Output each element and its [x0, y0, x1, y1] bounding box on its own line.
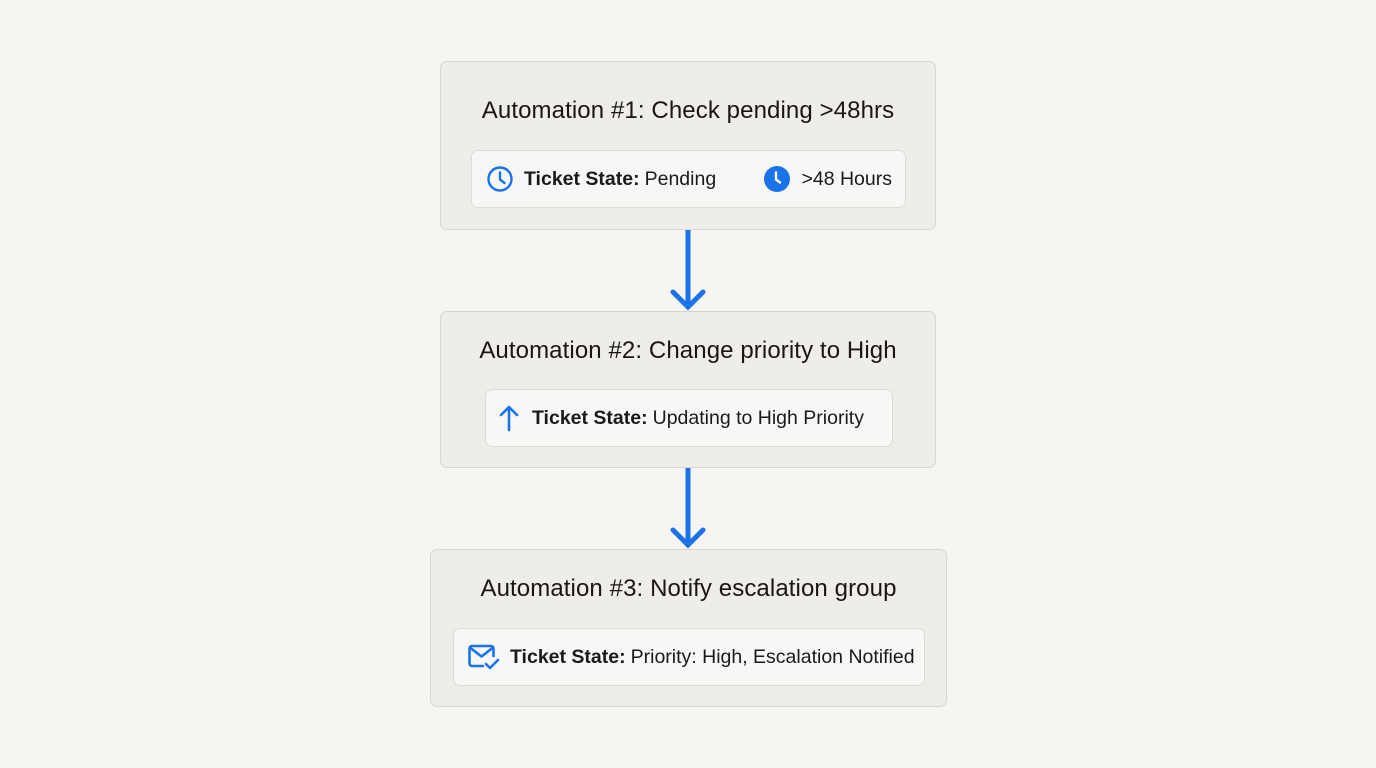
step-3-ticket-state: Ticket State: Priority: High, Escalation… — [453, 628, 925, 686]
step-3-title: Automation #3: Notify escalation group — [480, 575, 897, 602]
ticket-state-label: Ticket State: — [510, 645, 626, 668]
ticket-state-label: Ticket State: — [532, 406, 648, 429]
ticket-state-value: Pending — [644, 167, 717, 190]
arrow-up-icon — [499, 404, 519, 432]
ticket-state-value: Updating to High Priority — [652, 406, 864, 429]
arrow-down-icon — [668, 468, 708, 550]
clock-filled-icon — [763, 165, 791, 193]
step-1-title: Automation #1: Check pending >48hrs — [481, 97, 895, 124]
automation-step-3: Automation #3: Notify escalation group T… — [430, 549, 947, 707]
automation-step-2: Automation #2: Change priority to High T… — [440, 311, 936, 468]
step-2-title: Automation #2: Change priority to High — [479, 337, 897, 364]
duration-badge: >48 Hours — [801, 167, 892, 190]
automation-step-1: Automation #1: Check pending >48hrs Tick… — [440, 61, 936, 230]
step-1-ticket-state: Ticket State: Pending >48 Hours — [471, 150, 906, 208]
ticket-state-label: Ticket State: — [524, 167, 640, 190]
mail-check-icon — [467, 643, 500, 671]
step-2-ticket-state: Ticket State: Updating to High Priority — [485, 389, 893, 447]
ticket-state-value: Priority: High, Escalation Notified — [630, 645, 915, 668]
clock-outline-icon — [486, 165, 514, 193]
arrow-down-icon — [668, 230, 708, 312]
